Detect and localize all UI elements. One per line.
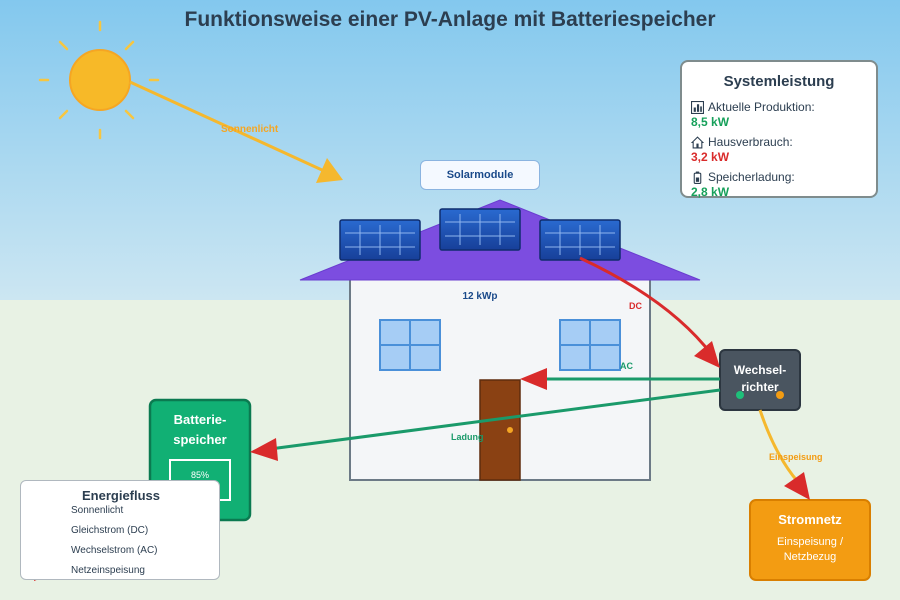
legend-item-sunlight: Sonnenlicht [71,505,124,516]
battery-icon [693,171,702,184]
stat-production: Aktuelle Produktion: 8,5 kW [691,100,815,129]
inverter-label-line1: Wechsel- [733,363,787,377]
stat-storage-label: Speicherladung: [708,170,795,184]
legend-item-dc: Gleichstrom (DC) [71,525,149,536]
inverter-status-led-green [736,391,744,399]
solar-panel [339,219,421,261]
grid-subtitle-line2: Netzbezug [783,551,837,563]
system-capacity-label: 12 kWp [462,291,498,302]
battery-level-text: 85% [190,470,209,480]
chart-bar-icon [691,100,704,114]
sunlight-arrowhead [316,158,343,183]
stat-storage: Speicherladung: 2,8 kW [691,170,795,199]
system-performance-title: Systemleistung [723,73,835,90]
grid-subtitle: Einspeisung / Netzbezug [750,535,870,565]
solar-panel [539,219,621,261]
feed-in-flow-arrow [758,409,800,483]
grid-subtitle-line1: Einspeisung / [776,536,844,548]
house-door [479,379,521,481]
system-performance-panel: Systemleistung Aktuelle Produktion: 8,5 … [680,60,878,199]
sunlight-arrow [129,80,323,172]
charging-flow-arrowhead [250,438,278,461]
inverter-status-led-orange [776,391,784,399]
ac-label: AC [620,361,633,371]
ac-flow-arrowhead [520,368,547,390]
page-title: Funktionsweise einer PV-Anlage mit Batte… [184,8,716,31]
battery-label-line2: speicher [173,432,227,447]
charging-flow-arrow [269,388,721,451]
stat-consumption: Hausverbrauch: 3,2 kW [691,135,793,164]
sun-icon [38,20,160,140]
feed-in-label: Einspeisung [769,452,823,462]
battery-label: Batterie- speicher [150,410,250,450]
legend-item-feed-in: Netzeinspeisung [71,565,145,576]
house-icon [691,135,704,148]
legend-item-ac: Wechselstrom (AC) [71,545,158,556]
stat-storage-value: 2,8 kW [691,185,730,199]
dc-flow-arrowhead [694,341,720,368]
inverter-label: Wechsel- richter [722,362,798,396]
solar-modules-label: Solarmodule [420,160,540,190]
stat-consumption-value: 3,2 kW [691,150,730,164]
stat-production-value: 8,5 kW [691,115,730,129]
door-knob [507,427,513,433]
feed-in-flow-arrowhead [784,472,810,500]
solar-panel [439,208,521,251]
grid-title: Stromnetz [778,512,842,527]
battery-label-line1: Batterie- [173,412,227,427]
stat-consumption-label: Hausverbrauch: [708,135,793,149]
inverter-label-line2: richter [741,380,779,394]
sunlight-label: Sonnenlicht [221,124,279,135]
legend-title: Energiefluss [81,488,161,503]
dc-flow-arrow [579,256,714,356]
charging-label: Ladung [451,432,484,442]
house-window [379,319,441,371]
dc-label: DC [629,301,642,311]
house-window [559,319,621,371]
stat-production-label: Aktuelle Produktion: [708,100,815,114]
legend: Energiefluss Sonnenlicht Gleichstrom (DC… [20,480,220,580]
